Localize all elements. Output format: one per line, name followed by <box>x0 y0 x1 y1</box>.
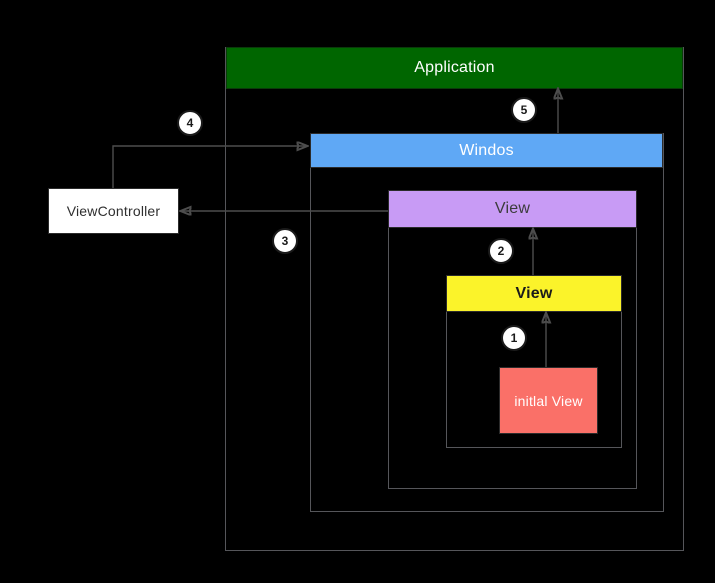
step-badge-2: 2 <box>488 238 514 264</box>
node-application[interactable]: Application <box>226 47 683 89</box>
node-window[interactable]: Windos <box>310 133 663 168</box>
node-view-yellow[interactable]: View <box>446 275 622 312</box>
node-initial-view[interactable]: initlal View <box>499 367 598 434</box>
step-badge-1: 1 <box>501 325 527 351</box>
node-view-purple[interactable]: View <box>388 190 637 228</box>
step-badge-3: 3 <box>272 228 298 254</box>
node-view-controller[interactable]: ViewController <box>48 188 179 234</box>
step-badge-4: 4 <box>177 110 203 136</box>
step-badge-5: 5 <box>511 97 537 123</box>
